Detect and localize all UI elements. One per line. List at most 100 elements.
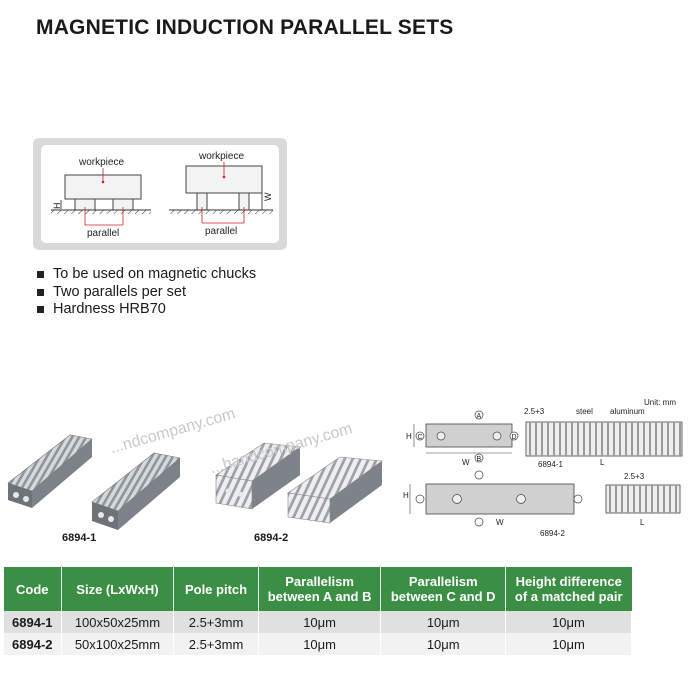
- steel-stripe: [559, 422, 561, 456]
- steel-stripe: [541, 422, 543, 456]
- table-cell: 10μm: [505, 633, 633, 655]
- parallel-2a-side: [252, 447, 300, 509]
- steel-stripe: [577, 422, 579, 456]
- parallel-1b-side: [118, 458, 180, 530]
- table-cell: 100x50x25mm: [61, 611, 175, 633]
- side-6894-1-body: [525, 421, 683, 457]
- spec-table-header-cell: Pole pitch: [173, 567, 259, 611]
- feature-item: To be used on magnetic chucks: [36, 266, 256, 284]
- left-base-hatch: [51, 210, 151, 214]
- steel-stripe: [657, 485, 659, 513]
- steel-stripe: [613, 422, 615, 456]
- steel-stripe: [601, 422, 603, 456]
- plan-6894-2-hole-right: [516, 494, 526, 504]
- feature-list: To be used on magnetic chucks Two parall…: [36, 266, 256, 319]
- steel-stripe: [633, 485, 635, 513]
- steel-stripe: [535, 422, 537, 456]
- unit-label: Unit: mm: [644, 398, 676, 407]
- parallel-1a-side: [32, 439, 92, 508]
- steel-stripe: [547, 422, 549, 456]
- steel-stripe: [645, 485, 647, 513]
- parallel-2a-hole-left: [225, 488, 231, 494]
- steel-stripe: [595, 422, 597, 456]
- marker-b-circle: [474, 453, 484, 463]
- plan-6894-1-w-label: W: [462, 458, 470, 467]
- spec-table-header-cell: Code: [4, 567, 62, 611]
- feature-text: Two parallels per set: [53, 283, 186, 300]
- parallel-1a-hole-right: [23, 496, 29, 502]
- marker-a-label: A: [477, 413, 482, 420]
- steel-stripe: [583, 422, 585, 456]
- side-6894-2-l-label: L: [640, 518, 645, 527]
- technical-drawings-svg: Unit: mm A B C D H W H W 6894-2 2.5+3 st…: [403, 398, 683, 538]
- table-cell: 2.5+3mm: [173, 611, 259, 633]
- bullet-square-icon: [37, 271, 44, 278]
- steel-stripe: [619, 422, 621, 456]
- steel-stripe: [571, 422, 573, 456]
- right-parallel-label: parallel: [205, 226, 237, 237]
- feature-text: To be used on magnetic chucks: [53, 266, 257, 282]
- technical-drawings: Unit: mm A B C D H W H W 6894-2 2.5+3 st…: [400, 395, 700, 555]
- product-photos-svg: 6894-1 6894-2: [7, 434, 383, 544]
- table-cell: 10μm: [380, 633, 506, 655]
- left-h-label: H: [52, 203, 62, 210]
- usage-diagram-svg: workpiece H parallel workpiece W: [51, 151, 273, 239]
- steel-stripe: [627, 485, 629, 513]
- table-cell: 10μm: [380, 611, 506, 633]
- parallel-1b-front: [92, 502, 118, 530]
- steel-stripe: [615, 485, 617, 513]
- plan-6894-1-hole-right: [492, 431, 502, 441]
- steel-stripe: [631, 422, 633, 456]
- parallel-2a-front: [215, 474, 253, 510]
- side-pitch-label: 2.5+3: [524, 407, 545, 416]
- left-parallel-label: parallel: [87, 228, 119, 239]
- usage-diagram-panel: workpiece H parallel workpiece W: [41, 145, 279, 243]
- right-base-hatch: [169, 210, 273, 214]
- side-aluminum-label: aluminum: [610, 407, 645, 416]
- steel-stripe: [639, 485, 641, 513]
- spec-table-header-cell: Size (LxWxH): [61, 567, 175, 611]
- table-cell: 10μm: [505, 611, 633, 633]
- feature-item: Hardness HRB70: [36, 301, 256, 319]
- marker-b-label: B: [477, 456, 482, 463]
- side-steel-label: steel: [576, 407, 593, 416]
- feature-text: Hardness HRB70: [53, 301, 166, 317]
- parallel-2b-side: [330, 461, 382, 523]
- table-cell: 2.5+3mm: [173, 633, 259, 655]
- marker-a-circle: [474, 410, 484, 420]
- marker-d-circle: [573, 494, 583, 504]
- steel-stripe: [655, 422, 657, 456]
- marker-d-circle: [509, 431, 519, 441]
- steel-stripe: [675, 485, 677, 513]
- usage-diagram: workpiece H parallel workpiece W: [33, 138, 287, 250]
- photo-label-6894-1: 6894-1: [62, 532, 96, 544]
- plan-6894-1-hole-left: [436, 431, 446, 441]
- side2-pitch-label: 2.5+3: [624, 472, 645, 481]
- plan-6894-1-h-label: H: [406, 432, 412, 441]
- side-6894-2: [605, 484, 681, 514]
- plan-6894-2: [425, 483, 575, 515]
- marker-c-label: C: [418, 434, 423, 441]
- steel-stripe: [621, 485, 623, 513]
- table-cell: 50x100x25mm: [61, 633, 175, 655]
- steel-stripe: [607, 422, 609, 456]
- table-cell-code: 6894-1: [4, 611, 62, 633]
- plan-6894-2-hole-left: [452, 494, 462, 504]
- marker-a-circle: [474, 470, 484, 480]
- plan-6894-2-w-label: W: [496, 518, 504, 527]
- steel-stripe: [637, 422, 639, 456]
- left-workpiece-label: workpiece: [78, 157, 124, 168]
- product-photos: 6894-1 6894-2 ...ndcompany.com ...handco…: [0, 395, 400, 555]
- steel-stripe: [625, 422, 627, 456]
- steel-stripe: [553, 422, 555, 456]
- side-6894-2-body: [605, 484, 681, 514]
- steel-stripe: [679, 422, 681, 456]
- marker-d-label: D: [512, 434, 517, 441]
- feature-item: Two parallels per set: [36, 284, 256, 302]
